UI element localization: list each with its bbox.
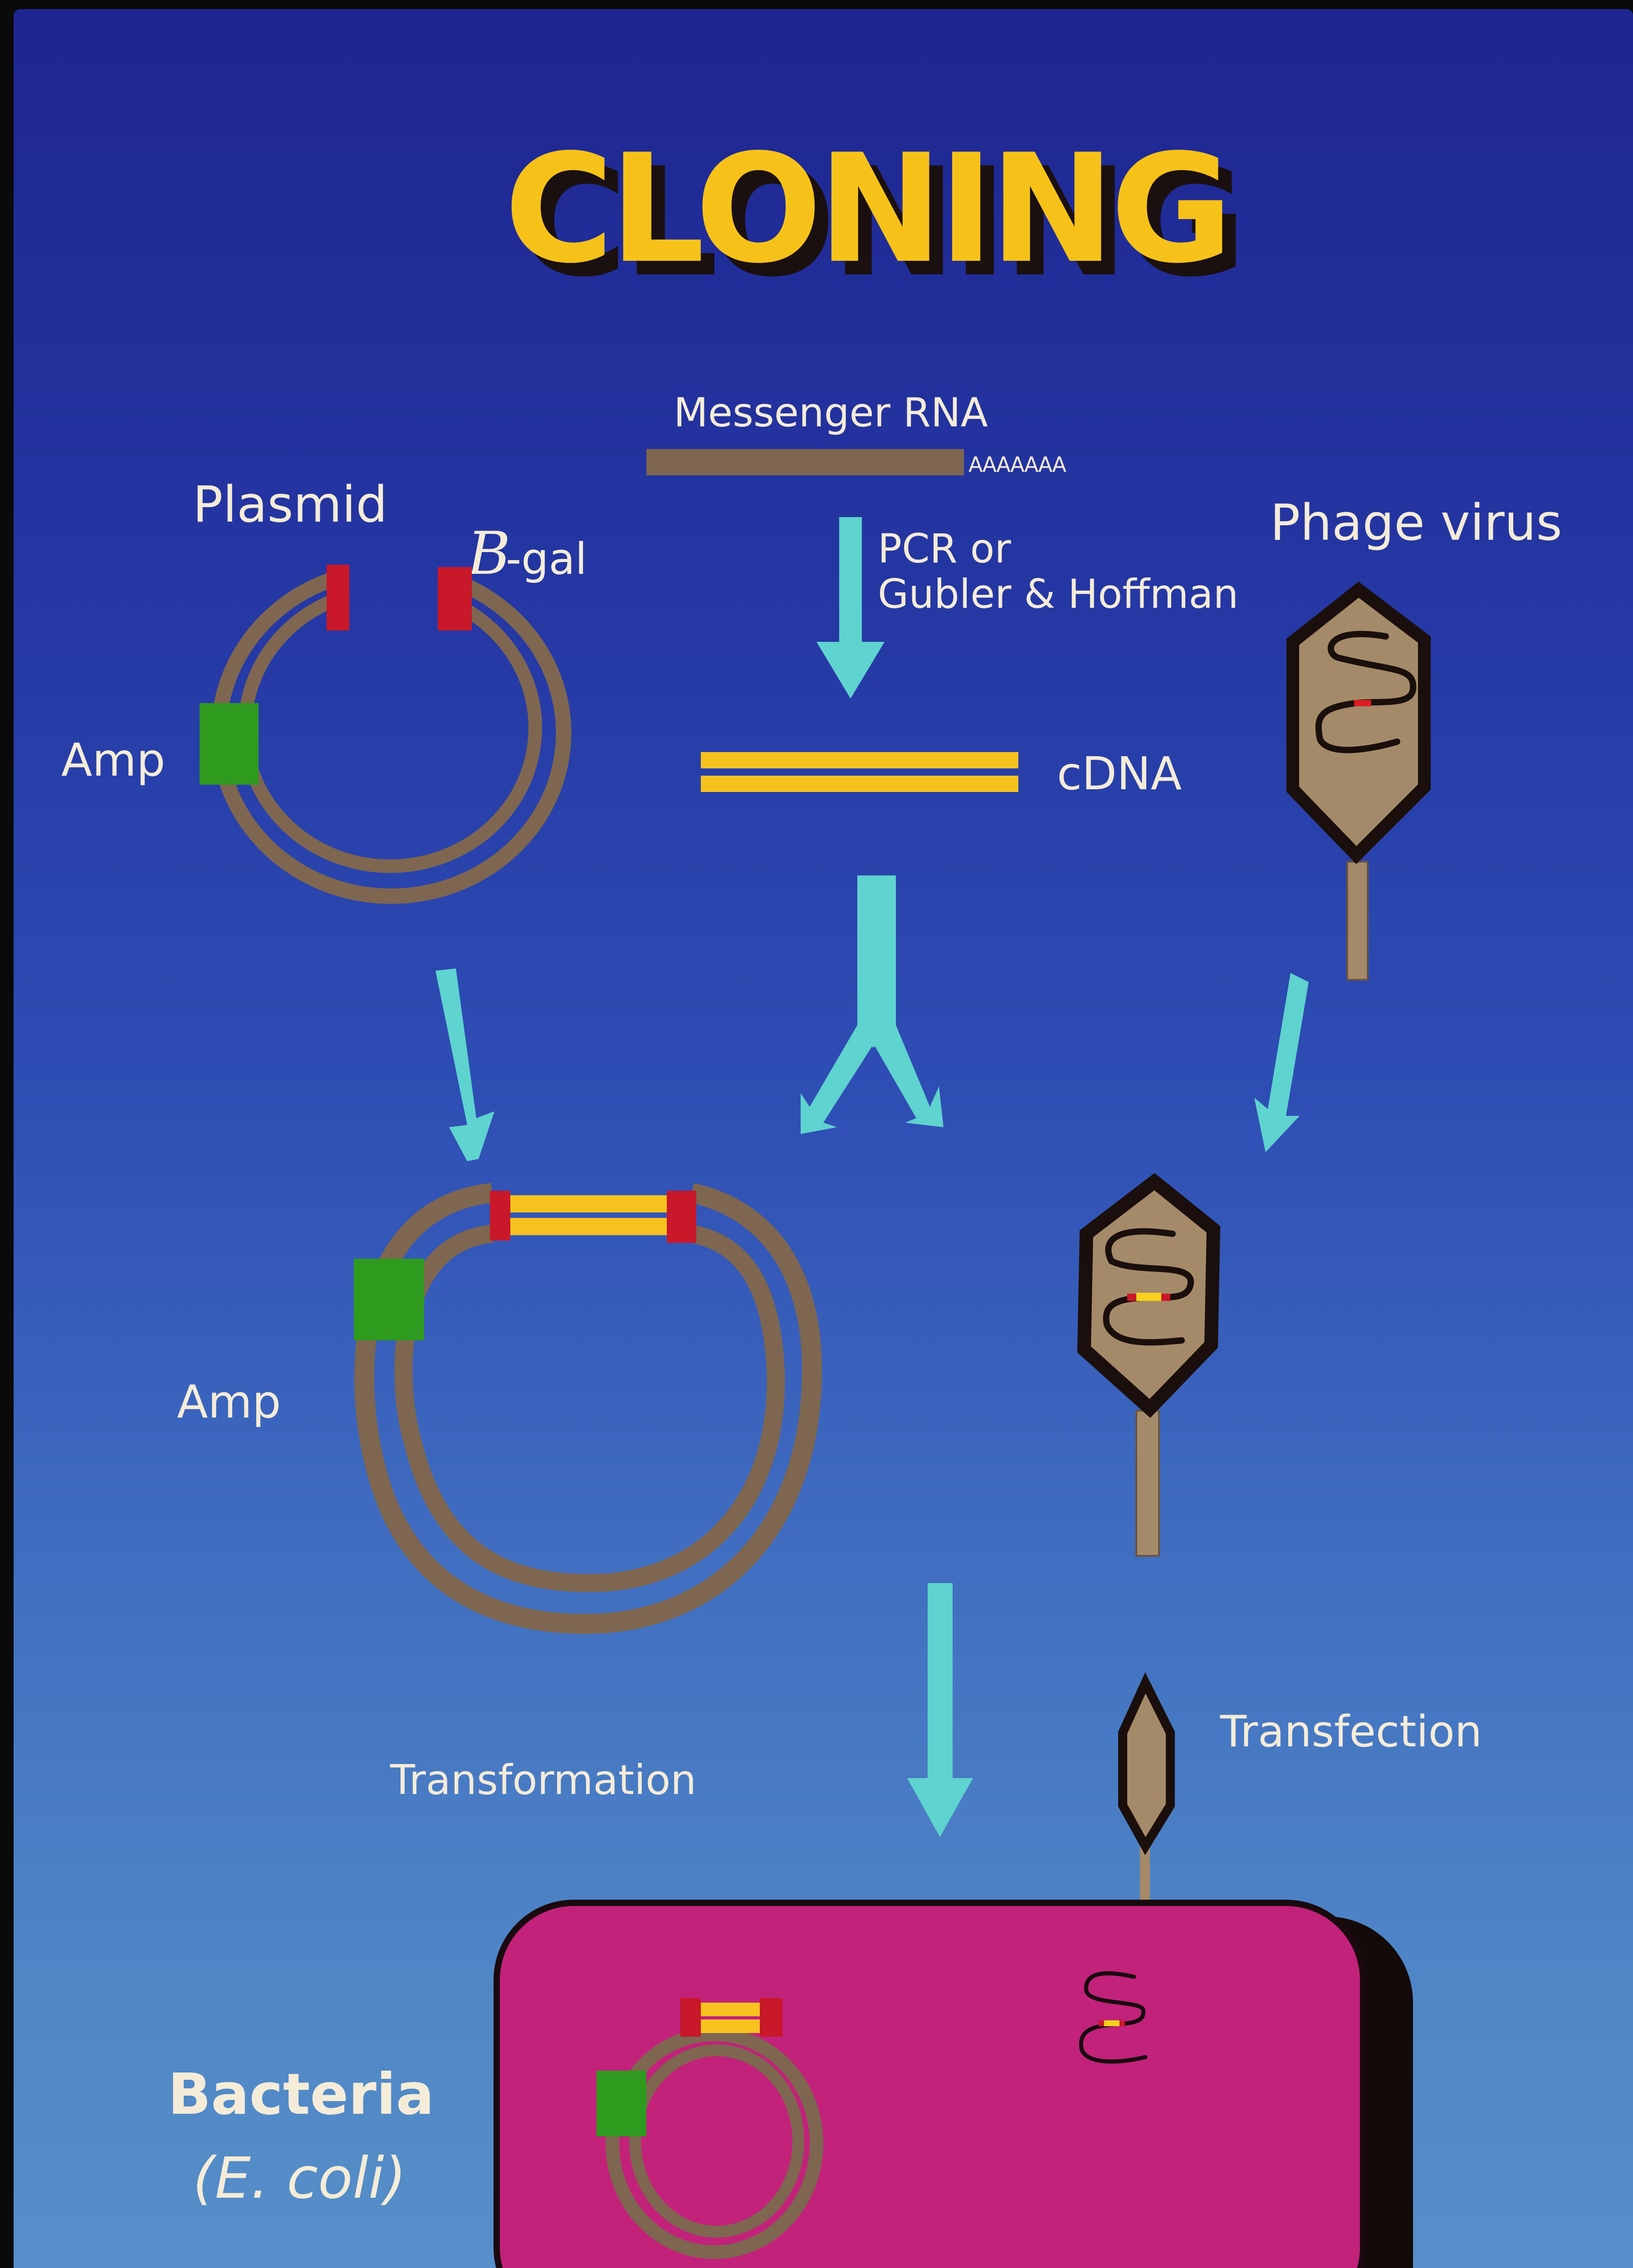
bacteria-insert-top (701, 2003, 760, 2016)
recombinant-plasmid: Amp (177, 1183, 822, 1634)
bacteria-phage-insert (1104, 2020, 1120, 2026)
bacteria-body (494, 1900, 1366, 2268)
bacteria-phage-dna (1079, 1971, 1148, 2064)
amp-resistance-gene (200, 703, 259, 785)
title-shadow: CLONING (518, 136, 1242, 310)
arrow-plasmid-down-icon (435, 968, 494, 1161)
phage-tail (1346, 861, 1369, 981)
insert-strand-top (510, 1195, 667, 1212)
middle-arrows (435, 875, 1309, 1161)
messenger-rna: Messenger RNA AAAAAAA (646, 389, 1067, 477)
arrow-split-left-icon (801, 1025, 875, 1134)
page-title: CLONING (504, 122, 1228, 296)
recombinant-phage-tail (1135, 1410, 1160, 1557)
phage-virus: Phage virus (1270, 494, 1562, 981)
recombinant-phage-dna (1103, 1228, 1194, 1346)
cdna-label: cDNA (1057, 747, 1182, 800)
recombinant-phage (1077, 1173, 1221, 1557)
recombinant-outer-strand (354, 1183, 822, 1634)
method-label-line2: Gubler & Hoffman (878, 571, 1238, 617)
bacteria-cell: Bacteria (E. coli) (168, 1900, 1413, 2268)
cloning-slide: CLONING CLONING Messenger RNA AAAAAAA PC… (14, 9, 1633, 2268)
plasmid-outer-strand (211, 571, 572, 904)
phage-dna (1315, 631, 1417, 753)
cdna: cDNA (701, 747, 1182, 800)
down-arrow-icon (816, 517, 885, 699)
insert-site-right (667, 1191, 696, 1243)
pcr-arrow: PCR or Gubler & Hoffman (816, 517, 1238, 699)
transformation-step: Transformation (390, 1583, 973, 1837)
small-phage-head (1118, 1672, 1175, 1855)
cloning-diagram: CLONING CLONING Messenger RNA AAAAAAA PC… (61, 122, 1562, 2268)
restriction-site-right (438, 567, 472, 631)
title-group: CLONING CLONING (504, 122, 1247, 310)
mrna-strand (646, 449, 964, 475)
phage-virus-label: Phage virus (1270, 494, 1562, 552)
cdna-strand-top (701, 752, 1018, 768)
arrow-split-joint (857, 1025, 896, 1048)
bacteria-plasmid-outer (606, 2028, 823, 2259)
method-label-line1: PCR or (878, 525, 1011, 572)
cdna-strand-bottom (701, 776, 1018, 792)
beta-gal-symbol: B (466, 519, 511, 588)
transfection-step: Transfection (1118, 1672, 1482, 1919)
bacteria-insert-bottom (701, 2019, 760, 2033)
amp-label-top: Amp (61, 733, 165, 787)
phage-site-right (1161, 1294, 1170, 1301)
restriction-site-left (327, 565, 349, 631)
plasmid-label: Plasmid (193, 475, 387, 533)
recombinant-inner-strand (394, 1225, 785, 1593)
insert-strand-bottom (510, 1218, 667, 1235)
bacteria-plasmid-inner (629, 2044, 804, 2238)
transformation-label: Transformation (390, 1756, 696, 1804)
bacteria-phage-site-right (1120, 2021, 1125, 2026)
bacteria-phage-site-left (1099, 2021, 1104, 2026)
phage-insertion-site (1354, 700, 1371, 706)
messenger-rna-label: Messenger RNA (674, 389, 988, 436)
beta-gal-label: -gal (506, 534, 587, 584)
bacteria-site-right (760, 1998, 782, 2037)
small-phage-tail (1140, 1842, 1150, 1919)
insert-site-left (490, 1191, 510, 1241)
bacteria-label: Bacteria (168, 2062, 434, 2127)
arrow-phage-down-icon (1254, 973, 1309, 1152)
bacteria-amp-gene (596, 2071, 646, 2136)
bacteria-site-left (680, 1998, 701, 2037)
transfection-label: Transfection (1220, 1707, 1482, 1757)
arrow-transformation-icon (907, 1583, 973, 1837)
ecoli-label: (E. coli) (193, 2146, 406, 2211)
phage-insert (1136, 1293, 1161, 1301)
amp-resistance-gene-middle (354, 1259, 424, 1340)
phage-site-left (1127, 1294, 1136, 1301)
phage-head (1286, 582, 1431, 864)
plasmid-vector: Plasmid B -gal Amp (61, 475, 587, 904)
arrow-split-right-icon (873, 1025, 944, 1127)
amp-label-middle: Amp (177, 1375, 281, 1428)
poly-a-tail-label: AAAAAAA (968, 452, 1066, 477)
arrow-split-stem (857, 875, 896, 1025)
plasmid-inner-strand (238, 592, 542, 873)
